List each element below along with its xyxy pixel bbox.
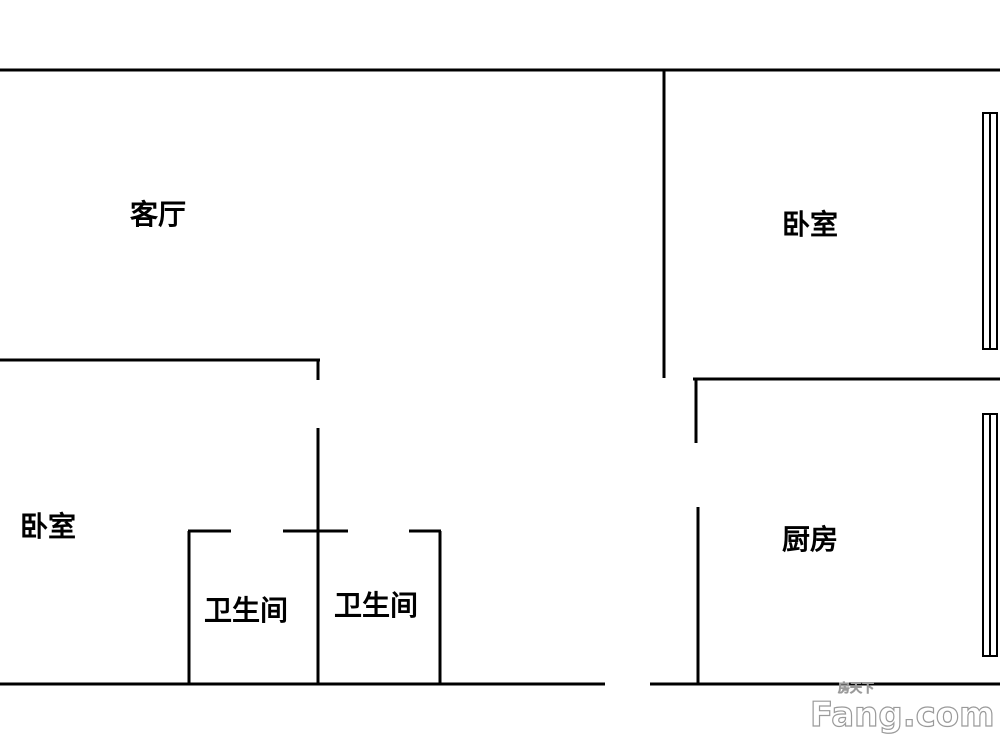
- watermark-tagline: 房天下: [838, 680, 874, 695]
- label-kitchen: 厨房: [782, 523, 838, 556]
- label-bathroom-1: 卫生间: [204, 594, 288, 627]
- label-bathroom-2: 卫生间: [334, 589, 418, 622]
- watermark-logo: Fang.com: [810, 695, 995, 735]
- windows: [982, 112, 998, 657]
- label-bedroom-left: 卧室: [20, 510, 76, 543]
- label-living-room: 客厅: [130, 198, 186, 231]
- room-labels: 客厅 卧室 卧室 厨房 卫生间 卫生间: [20, 198, 838, 627]
- label-bedroom-right: 卧室: [782, 208, 838, 241]
- walls: [0, 68, 1000, 686]
- watermark: 房天下 Fang.com: [809, 680, 995, 736]
